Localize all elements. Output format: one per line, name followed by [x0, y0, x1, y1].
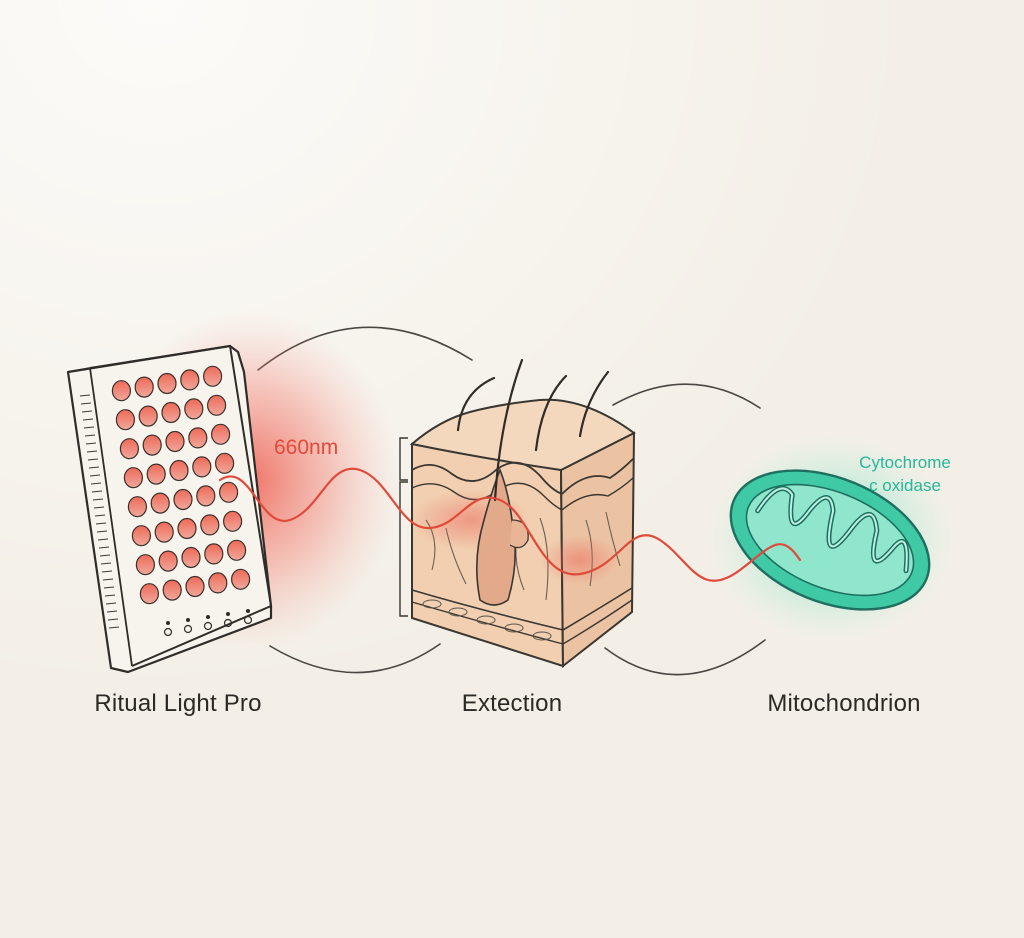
led-light [111, 380, 132, 402]
led-light [196, 485, 216, 507]
control-button [183, 624, 193, 634]
wavelength-label: 660nm [274, 436, 339, 459]
led-light [127, 496, 147, 518]
mitochondrion-icon [729, 469, 931, 611]
led-light [123, 467, 143, 489]
led-light [115, 409, 136, 431]
mitochondrion-caption: Mitochondrion [767, 690, 921, 717]
led-light [211, 423, 231, 445]
led-light [207, 394, 227, 416]
led-light [157, 372, 177, 395]
led-light [215, 452, 235, 474]
control-buttons [163, 609, 253, 637]
indicator-dot [226, 612, 230, 616]
led-light [162, 579, 182, 601]
led-light [184, 398, 204, 420]
led-light [119, 438, 139, 460]
led-light [135, 554, 155, 576]
enzyme-label-line1: Cytochrome [859, 453, 951, 472]
led-light [203, 365, 223, 387]
led-light [131, 525, 151, 547]
led-light [150, 492, 170, 514]
device-caption: Ritual Light Pro [94, 690, 262, 717]
skin-cross-section-icon [399, 358, 636, 669]
led-light [173, 488, 193, 511]
led-panel-icon [66, 344, 273, 674]
led-light [192, 456, 212, 478]
led-light [227, 539, 247, 561]
enzyme-label-line2: c oxidase [869, 476, 941, 495]
led-light [219, 481, 239, 503]
enzyme-label: Cytochrome c oxidase [825, 451, 985, 497]
led-light [181, 546, 201, 569]
led-light [204, 543, 224, 565]
control-button [163, 627, 173, 637]
led-light [146, 463, 166, 485]
led-light [169, 459, 189, 482]
indicator-dot [186, 618, 190, 622]
led-light [138, 405, 158, 427]
light-wave [218, 467, 802, 582]
indicator-dot [206, 615, 210, 619]
led-light [185, 575, 205, 598]
indicator-dot [166, 621, 170, 625]
led-light [200, 514, 220, 536]
led-light [177, 517, 197, 540]
led-light [165, 430, 185, 453]
led-light [142, 434, 162, 456]
control-button [223, 618, 233, 628]
led-light [180, 369, 200, 391]
led-light [188, 427, 208, 449]
led-grid [111, 365, 251, 605]
led-light [154, 521, 174, 543]
skin-caption: Extection [461, 690, 563, 717]
led-light [161, 401, 181, 424]
control-button [243, 615, 253, 625]
control-button [203, 621, 213, 631]
indicator-dot [246, 609, 250, 613]
led-light [208, 572, 228, 594]
led-light [134, 376, 154, 398]
led-light [158, 550, 178, 572]
led-light [231, 568, 251, 590]
led-light [139, 583, 159, 605]
led-light [223, 510, 243, 532]
